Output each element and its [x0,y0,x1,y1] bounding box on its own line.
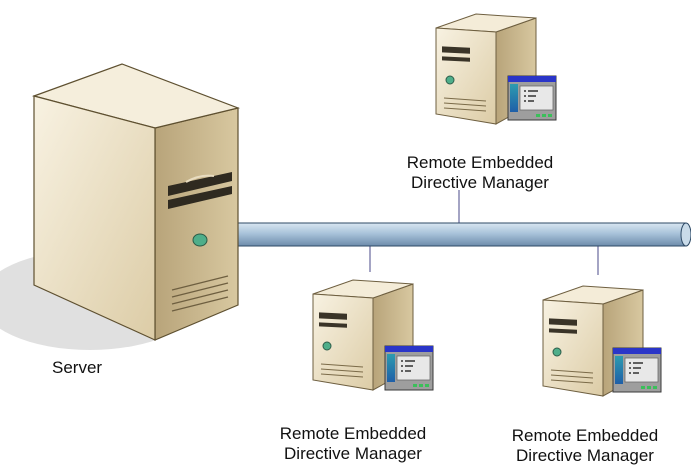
server-label: Server [52,358,103,377]
client-middle [312,279,434,391]
client-label-line1: Remote Embedded [279,424,427,443]
client-label-line1: Remote Embedded [511,426,659,445]
client-label-line2: Directive Manager [516,446,654,465]
client-label-line1: Remote Embedded [406,153,554,172]
client-label-top: Remote Embedded Directive Manager [395,153,565,193]
client-label-right: Remote Embedded Directive Manager [500,426,670,466]
client-label-line2: Directive Manager [411,173,549,192]
application-window-icon [507,75,557,121]
application-window-icon [612,347,662,393]
client-label-line2: Directive Manager [284,444,422,463]
server-icon [31,63,241,341]
application-window-icon [384,345,434,391]
client-right [542,285,662,397]
network-bus [219,222,691,247]
client-top [435,13,557,125]
client-label-middle: Remote Embedded Directive Manager [268,424,438,464]
